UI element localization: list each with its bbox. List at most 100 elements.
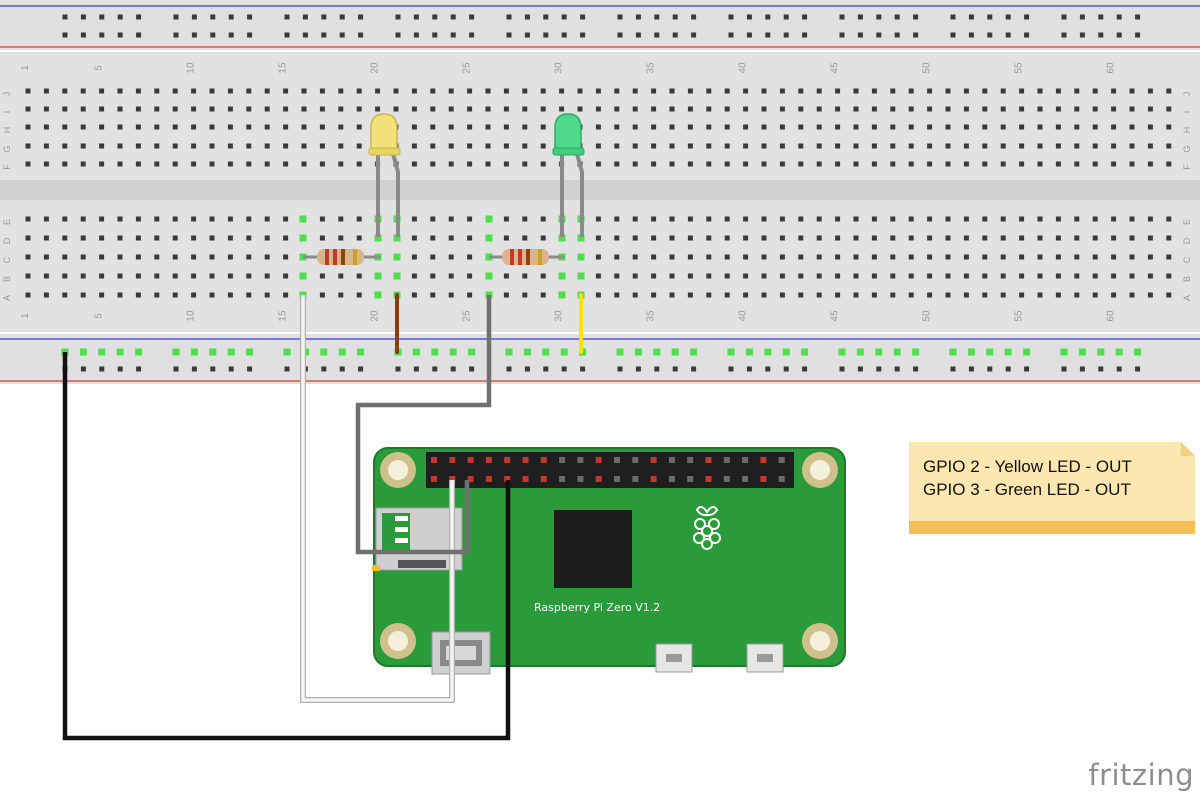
breadboard-hole bbox=[503, 273, 509, 279]
breadboard-hole bbox=[779, 216, 785, 222]
breadboard-hole bbox=[1147, 161, 1153, 167]
breadboard-hole bbox=[669, 292, 675, 298]
green-led[interactable] bbox=[552, 113, 585, 237]
gpio-pin bbox=[449, 457, 456, 463]
breadboard-hole bbox=[375, 88, 381, 94]
breadboard-hole bbox=[761, 161, 767, 167]
breadboard-hole bbox=[1129, 273, 1135, 279]
breadboard-hole bbox=[448, 124, 454, 130]
breadboard-hole bbox=[1111, 292, 1117, 298]
breadboard-hole bbox=[430, 235, 436, 241]
rail-hole bbox=[635, 32, 641, 38]
connected-hole bbox=[299, 272, 307, 280]
breadboard-hole bbox=[835, 124, 841, 130]
breadboard-hole bbox=[1000, 254, 1006, 260]
connected-hole bbox=[764, 348, 772, 356]
breadboard-hole bbox=[172, 106, 178, 112]
breadboard-hole bbox=[540, 161, 546, 167]
rail-hole bbox=[987, 32, 993, 38]
breadboard-hole bbox=[945, 216, 951, 222]
raspberry-pi-zero[interactable]: Raspberry Pi Zero V1.2 bbox=[372, 447, 846, 675]
rail-hole bbox=[432, 366, 438, 372]
breadboard: 1155101015152020252530303535404045455050… bbox=[0, 52, 1200, 332]
rail-hole bbox=[247, 366, 253, 372]
breadboard-hole bbox=[1074, 216, 1080, 222]
breadboard-hole bbox=[1055, 161, 1061, 167]
breadboard-hole bbox=[25, 254, 31, 260]
breadboard-hole bbox=[853, 292, 859, 298]
rail-hole bbox=[506, 366, 512, 372]
breadboard-hole bbox=[191, 273, 197, 279]
breadboard-hole bbox=[963, 161, 969, 167]
resistor-2[interactable] bbox=[489, 249, 564, 265]
column-number: 25 bbox=[462, 62, 473, 74]
breadboard-hole bbox=[798, 292, 804, 298]
row-letter: E bbox=[1182, 219, 1192, 225]
breadboard-hole bbox=[945, 143, 951, 149]
gpio-pin bbox=[577, 457, 584, 463]
rail-hole bbox=[1098, 14, 1104, 20]
breadboard-hole bbox=[117, 235, 123, 241]
breadboard-hole bbox=[99, 161, 105, 167]
breadboard-hole bbox=[117, 216, 123, 222]
breadboard-hole bbox=[522, 124, 528, 130]
breadboard-hole bbox=[743, 254, 749, 260]
breadboard-hole bbox=[908, 88, 914, 94]
breadboard-hole bbox=[1000, 106, 1006, 112]
rail-hole bbox=[210, 14, 216, 20]
breadboard-hole bbox=[264, 292, 270, 298]
breadboard-hole bbox=[1000, 273, 1006, 279]
rail-hole bbox=[765, 32, 771, 38]
rail-hole bbox=[894, 366, 900, 372]
breadboard-hole bbox=[1129, 235, 1135, 241]
rail-hole bbox=[617, 14, 623, 20]
breadboard-hole bbox=[945, 273, 951, 279]
note-bar bbox=[909, 521, 1195, 534]
breadboard-hole bbox=[1055, 143, 1061, 149]
breadboard-hole bbox=[1000, 235, 1006, 241]
row-letter: A bbox=[2, 295, 12, 301]
connected-hole bbox=[690, 348, 698, 356]
breadboard-hole bbox=[1037, 235, 1043, 241]
breadboard-hole bbox=[356, 124, 362, 130]
connected-hole bbox=[299, 234, 307, 242]
rail-hole bbox=[913, 14, 919, 20]
wire-black-ground[interactable] bbox=[62, 352, 511, 741]
breadboard-hole bbox=[798, 216, 804, 222]
breadboard-hole bbox=[264, 143, 270, 149]
breadboard-hole bbox=[651, 88, 657, 94]
breadboard-hole bbox=[871, 124, 877, 130]
breadboard-hole bbox=[871, 254, 877, 260]
breadboard-hole bbox=[522, 216, 528, 222]
yellow-led[interactable] bbox=[368, 113, 401, 237]
gpio-header[interactable] bbox=[426, 452, 794, 488]
row-letter: I bbox=[1182, 111, 1192, 114]
breadboard-hole bbox=[135, 161, 141, 167]
breadboard-hole bbox=[540, 124, 546, 130]
rail-hole bbox=[506, 32, 512, 38]
rail-hole bbox=[857, 32, 863, 38]
breadboard-hole bbox=[982, 143, 988, 149]
breadboard-hole bbox=[982, 273, 988, 279]
breadboard-hole bbox=[1147, 254, 1153, 260]
breadboard-hole bbox=[890, 88, 896, 94]
breadboard-hole bbox=[117, 106, 123, 112]
breadboard-hole bbox=[503, 143, 509, 149]
rail-hole bbox=[913, 366, 919, 372]
breadboard-hole bbox=[706, 216, 712, 222]
breadboard-hole bbox=[982, 124, 988, 130]
breadboard-hole bbox=[540, 292, 546, 298]
breadboard-hole bbox=[1147, 235, 1153, 241]
breadboard-hole bbox=[80, 161, 86, 167]
breadboard-hole bbox=[816, 106, 822, 112]
breadboard-hole bbox=[853, 216, 859, 222]
breadboard-hole bbox=[651, 143, 657, 149]
breadboard-hole bbox=[963, 88, 969, 94]
breadboard-hole bbox=[1166, 292, 1172, 298]
wire-gray-gpio3[interactable] bbox=[355, 295, 492, 555]
rail-hole bbox=[617, 32, 623, 38]
column-number: 20 bbox=[370, 62, 381, 74]
breadboard-hole bbox=[687, 235, 693, 241]
breadboard-hole bbox=[154, 216, 160, 222]
resistor-1[interactable] bbox=[303, 249, 380, 265]
